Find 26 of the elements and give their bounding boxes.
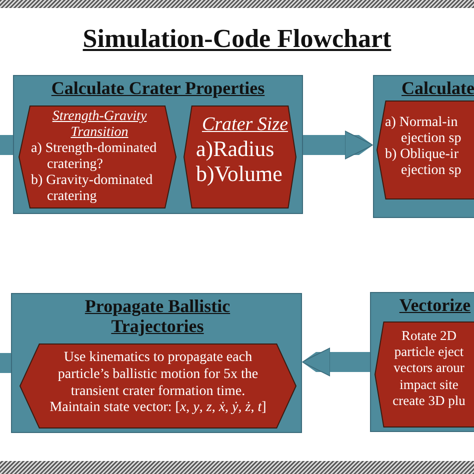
process-panel: [373, 75, 474, 218]
list-item: b) Oblique-ir ejection sp: [385, 147, 462, 180]
process-panel: [370, 292, 474, 432]
process-panel: [11, 293, 302, 433]
description-text: Rotate 2D particle eject vectors arour impact site create 3D plu: [392, 328, 466, 409]
panel-heading: Calculate Crater Properties: [50, 79, 266, 99]
section-heading: Strength-Gravity Transition: [51, 109, 148, 142]
panel-heading: Calculate: [400, 79, 474, 99]
hexagon-box: [377, 101, 474, 199]
section-heading: Crater Size: [200, 114, 290, 136]
list-item: a) Strength-dominated cratering?: [31, 141, 158, 174]
hexagon-box: [184, 106, 296, 208]
block-arrow: [303, 130, 373, 160]
list-item: a)Radius: [196, 136, 276, 162]
hexagon-box: [19, 106, 176, 208]
panel-heading: Propagate Ballistic Trajectories: [84, 297, 232, 337]
hexagon-box: [20, 344, 296, 428]
list-item: b) Gravity-dominated cratering: [31, 173, 154, 206]
hexagon-box: [375, 322, 474, 427]
process-panel: [13, 75, 303, 214]
description-text: Maintain state vector: [x, y, z, ẋ, ẏ, ż, t]: [48, 400, 268, 418]
panel-heading: Vectorize: [398, 296, 472, 316]
diagram-title: Simulation-Code Flowchart: [82, 24, 392, 54]
description-text: Use kinematics to propagate each particle’s ballistic motion for 5x the transient crater formation time.: [56, 350, 260, 400]
block-arrow: [302, 348, 370, 376]
list-item: b)Volume: [196, 161, 284, 186]
